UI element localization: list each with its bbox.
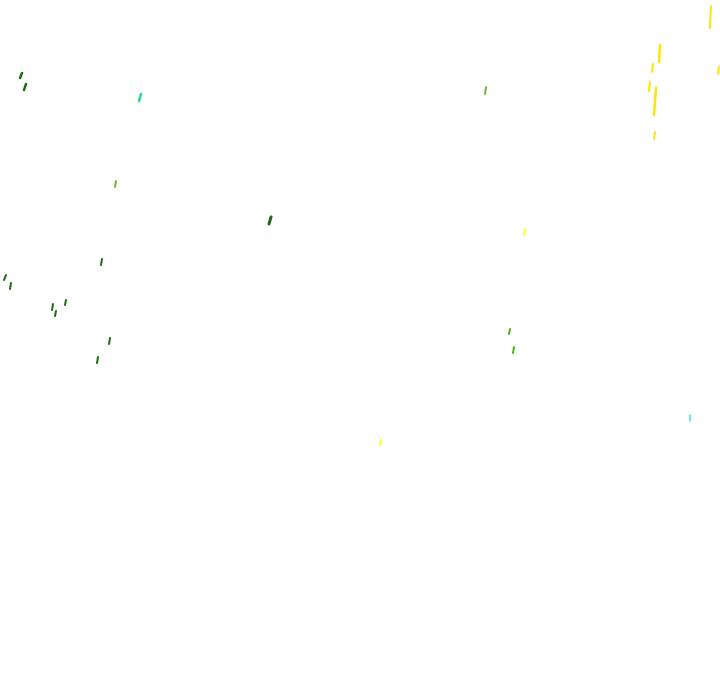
stroke-mark <box>267 215 273 226</box>
stroke-mark <box>3 274 7 281</box>
stroke-mark <box>379 439 382 446</box>
stroke-mark <box>22 82 28 92</box>
stroke-mark <box>137 92 143 103</box>
stroke-mark <box>9 282 12 290</box>
stroke-mark <box>709 5 712 29</box>
stroke-mark <box>648 81 651 92</box>
stroke-mark <box>657 43 662 64</box>
stroke-mark <box>51 303 54 311</box>
stroke-mark <box>651 63 654 73</box>
stroke-mark <box>108 337 111 345</box>
stroke-mark <box>652 86 658 117</box>
stroke-mark <box>512 346 515 354</box>
stroke-mark <box>18 71 24 80</box>
stroke-mark <box>508 328 511 335</box>
stroke-mark <box>653 131 656 140</box>
stroke-mark <box>64 299 67 306</box>
stroke-mark <box>100 258 103 266</box>
stroke-mark <box>114 180 117 188</box>
stroke-mark <box>54 310 57 317</box>
stroke-mark <box>523 228 526 236</box>
stroke-mark <box>96 356 99 364</box>
stroke-mark <box>484 86 487 95</box>
stroke-mark <box>717 66 720 75</box>
